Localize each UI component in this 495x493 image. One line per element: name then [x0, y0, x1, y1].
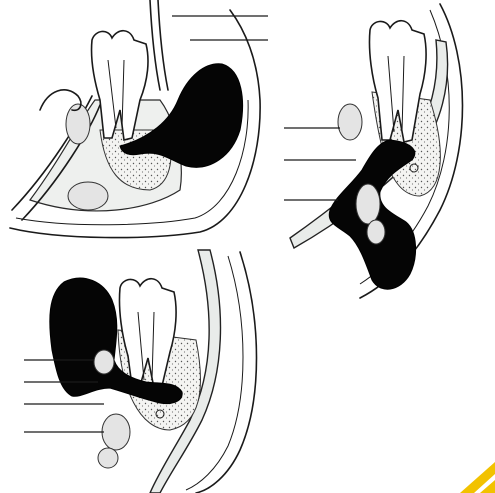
fat-lobule — [367, 220, 385, 244]
panel-bottom-left — [24, 250, 257, 493]
fat-lobule — [94, 350, 114, 374]
gland-left — [338, 104, 362, 140]
yellow-corner-chevron-icon — [460, 462, 495, 493]
fat-lobule — [356, 184, 380, 224]
panel-top-right — [284, 4, 463, 298]
gland-lower — [98, 448, 118, 468]
gland-lower-left — [68, 182, 108, 210]
gland-lower — [102, 414, 130, 450]
instrument-lines — [150, 0, 168, 90]
panel-top-left — [10, 0, 268, 238]
